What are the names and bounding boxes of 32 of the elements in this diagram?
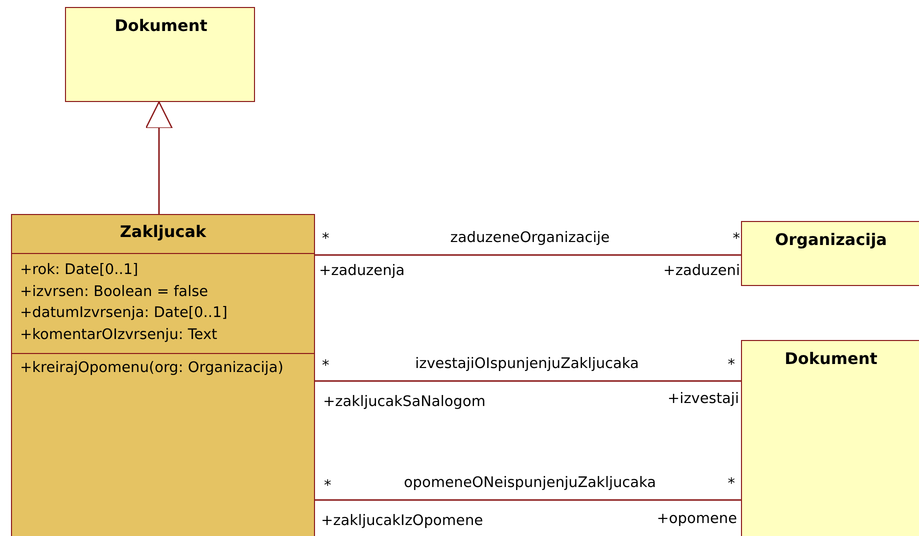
class-name: Dokument	[784, 349, 878, 369]
role-label: *	[728, 356, 735, 375]
class-name: Zakljucak	[120, 222, 206, 242]
association-line	[315, 380, 741, 382]
class-box	[11, 214, 315, 536]
role-label: +izvestaji	[668, 390, 739, 409]
class-box	[65, 7, 255, 102]
association-name: izvestajiOIspunjenjuZakljucaka	[415, 355, 639, 374]
association-line	[315, 254, 741, 256]
role-label: +zakljucakIzOpomene	[321, 512, 484, 531]
association-line	[315, 499, 741, 501]
class-box	[741, 221, 919, 286]
attribute-text: +komentarOIzvrsenju: Text	[20, 326, 218, 344]
role-label: +zakljucakSaNalogom	[323, 393, 486, 412]
role-label: *	[732, 230, 740, 249]
operation-text: +kreirajOpomenu(org: Organizacija)	[20, 359, 284, 378]
role-label: +zaduzenja	[319, 262, 405, 281]
attribute-text: +izvrsen: Boolean = false	[20, 282, 208, 302]
attribute-text: +rok: Date[0..1]	[20, 261, 138, 280]
class-name: Organizacija	[775, 230, 887, 250]
class-name: Dokument	[114, 16, 208, 36]
role-label: +opomene	[656, 510, 737, 529]
association-name: opomeneONeispunjenjuZakljucaka	[404, 474, 656, 493]
role-label: *	[322, 357, 330, 376]
role-label: *	[324, 477, 332, 496]
role-label: *	[728, 475, 735, 494]
role-label: +zaduzeni	[663, 262, 740, 281]
attribute-text: +datumIzvrsenja: Date[0..1]	[20, 304, 228, 323]
class-box	[741, 340, 919, 536]
generalization-arrow	[145, 101, 173, 214]
role-label: *	[322, 230, 330, 249]
association-name: zaduzeneOrganizacije	[450, 229, 610, 248]
